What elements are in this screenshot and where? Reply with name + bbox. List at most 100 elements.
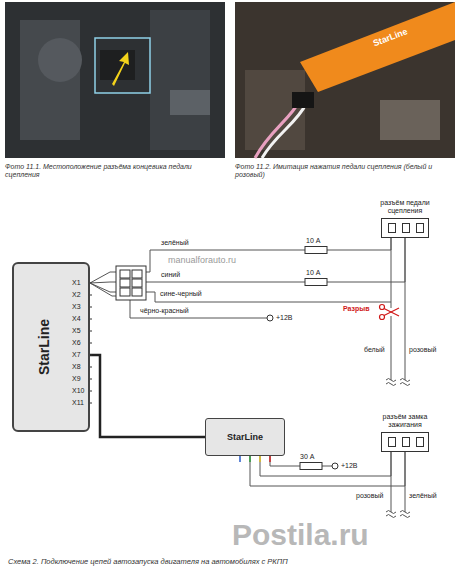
wire-color: розовый: [409, 346, 436, 354]
x1-plug: [116, 266, 146, 300]
wire-color: зелёный: [409, 492, 437, 500]
photo-clutch-imitation: [255, 100, 300, 158]
photo-caption: Фото 11.2. Имитация нажатия педали сцепл…: [235, 163, 455, 179]
autostart-module: StarLine: [205, 418, 285, 456]
x1-plug: [116, 266, 146, 300]
wire-color: зелёный: [160, 239, 190, 247]
fuse-rating: 30 А: [300, 453, 314, 461]
cut-note: Разрыв: [343, 305, 370, 313]
figure-caption: Схема 2. Подключение цепей автозапуска д…: [8, 558, 448, 566]
connector-heading: разъём замка зажигания: [370, 413, 440, 432]
connector-block: разъём педали сцепления: [370, 199, 440, 238]
photo-clutch-connector: [95, 38, 150, 93]
connector-name: X1: [72, 279, 81, 287]
photo-clutch-connector: [150, 10, 210, 150]
connector-pin: [416, 223, 424, 233]
photo-clutch-imitation: [380, 100, 440, 140]
harness-wires: [90, 238, 410, 518]
photo-clutch-imitation: [292, 92, 314, 108]
alarm-main-unit: StarLine: [12, 262, 90, 432]
module-wire-stubs: [259, 456, 261, 462]
module-wire-stubs: [239, 456, 241, 462]
connector-name: X10: [72, 387, 84, 395]
photo-clutch-imitation: [235, 2, 455, 158]
watermark: Postila.ru: [232, 518, 369, 552]
x1-plug: [132, 270, 142, 278]
connector-name: X7: [72, 351, 81, 359]
connector-pin: [402, 223, 410, 233]
wire-color: розовый: [356, 492, 383, 500]
wire-color: белый: [364, 346, 385, 354]
scissors-cut: [384, 309, 399, 317]
module-wire-stubs: [249, 456, 251, 462]
wire-color: чёрно-красный: [140, 307, 189, 315]
x1-plug: [120, 270, 130, 278]
connector-pin: [402, 437, 410, 447]
connector-pin: [388, 223, 396, 233]
scissors-cut: [384, 308, 399, 316]
wire: [90, 238, 405, 283]
brand-name: StarLine: [36, 319, 52, 375]
wire: [90, 355, 205, 437]
scissors-cut: [380, 305, 400, 320]
scissors-cut: [380, 315, 385, 320]
terminals: [332, 463, 338, 469]
connector-name: X9: [72, 375, 81, 383]
connector-block: разъём замка зажигания: [370, 413, 440, 452]
wire-color: синий: [160, 271, 181, 279]
fuses: [305, 247, 327, 254]
connector-housing: [381, 432, 429, 452]
x1-plug: [120, 288, 130, 296]
wire: [90, 238, 391, 283]
connector-name: X11: [72, 399, 84, 407]
module-wire-stubs: [240, 456, 270, 462]
connector-name: X5: [72, 327, 81, 335]
photo-clutch-imitation: [245, 70, 305, 150]
x1-plug: [132, 288, 142, 296]
connector-name: X3: [72, 303, 81, 311]
wire: [250, 452, 405, 486]
fuses: [300, 247, 327, 470]
photo-caption: Фото 11.1. Местоположение разъёма концев…: [5, 163, 225, 179]
photo-clutch-imitation: [262, 104, 306, 158]
photo-clutch-imitation: [300, 2, 455, 92]
photo-clutch-connector: [5, 2, 225, 158]
scissors-cut: [380, 305, 385, 310]
fuse-rating: 10 А: [306, 237, 320, 245]
photo-clutch-connector: [20, 20, 80, 140]
harness-wires: [322, 466, 332, 467]
connector-pin: [416, 437, 424, 447]
connector-name: X6: [72, 339, 81, 347]
photo-clutch-connector: [112, 52, 129, 86]
wire-line: [90, 355, 205, 437]
harness-wires: [270, 456, 300, 466]
connector-name: X4: [72, 315, 81, 323]
wire-line: [90, 238, 405, 283]
photo-clutch-imitation: [235, 2, 455, 158]
harness-wires: [391, 452, 392, 512]
x1-plug: [120, 279, 130, 287]
wire-color: сине-черный: [160, 290, 202, 298]
connector-name: X2: [72, 291, 81, 299]
photo-clutch-connector: [5, 2, 225, 158]
photo-clutch-connector: [38, 38, 82, 82]
connector-housing: [381, 218, 429, 238]
x1-plug: [132, 279, 142, 287]
harness-wires: [391, 238, 392, 308]
harness-wires: [405, 238, 406, 380]
fuses: [305, 279, 327, 286]
brand-name: StarLine: [227, 432, 263, 442]
module-wire-stubs: [269, 456, 271, 462]
fuses: [300, 463, 322, 470]
terminals: [267, 315, 273, 321]
watermark: manualforauto.ru: [168, 255, 236, 265]
power-label: +12В: [276, 314, 293, 322]
wire-line: [90, 238, 391, 283]
wire-line: [250, 452, 405, 486]
connector-heading: разъём педали сцепления: [370, 199, 440, 218]
photo-clutch-connector: [170, 90, 210, 115]
connector-pin: [388, 437, 396, 447]
fuse-rating: 10 А: [306, 269, 320, 277]
power-label: +12В: [341, 462, 358, 470]
connector-name: X8: [72, 363, 81, 371]
